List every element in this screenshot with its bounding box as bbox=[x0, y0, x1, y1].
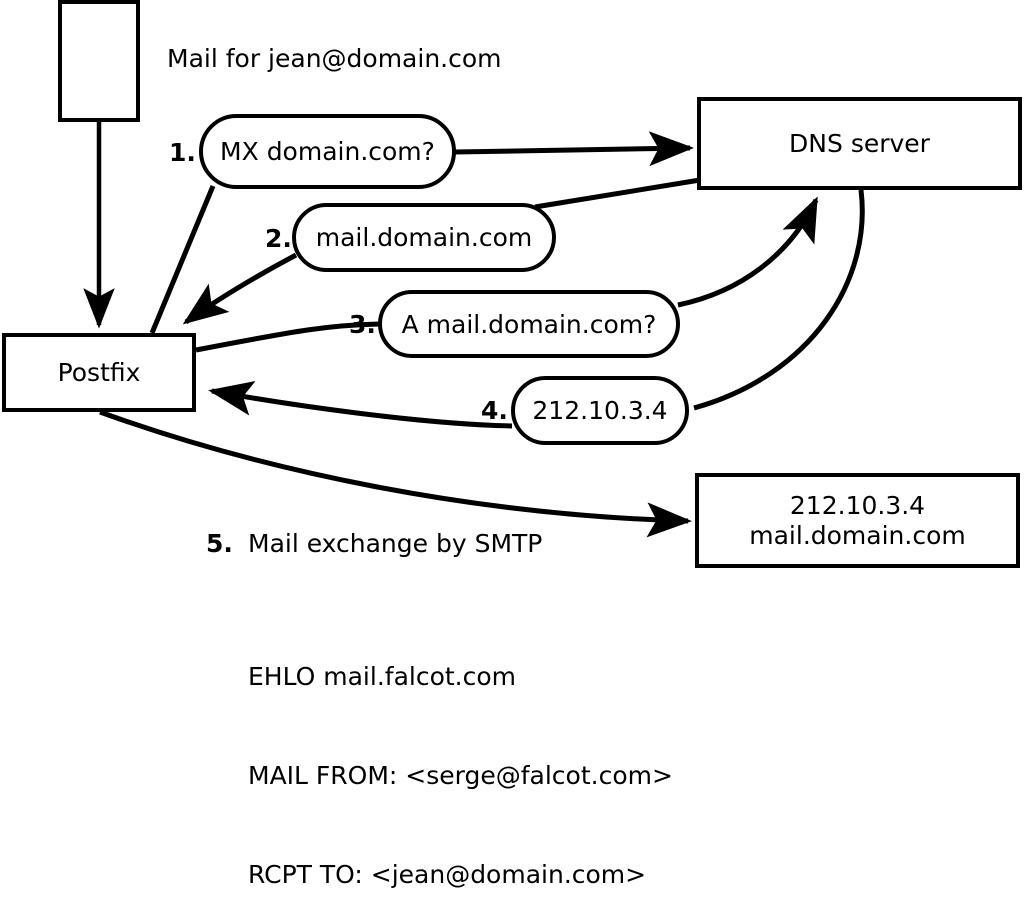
node-target-mail-server[interactable]: 212.10.3.4 mail.domain.com bbox=[695, 473, 1020, 568]
step-1-message-label: MX domain.com? bbox=[220, 137, 435, 166]
step-4-message[interactable]: 212.10.3.4 bbox=[511, 376, 689, 445]
node-postfix[interactable]: Postfix bbox=[2, 333, 196, 412]
step-2-number: 2. bbox=[265, 224, 292, 253]
node-postfix-label: Postfix bbox=[57, 357, 141, 387]
line-dns-to-step4 bbox=[693, 189, 865, 411]
node-dns-server-label: DNS server bbox=[789, 128, 930, 158]
step-4-number: 4. bbox=[481, 396, 508, 425]
step-5-number: 5. bbox=[206, 529, 233, 558]
smtp-line: RCPT TO: <jean@domain.com> bbox=[248, 860, 647, 889]
source-mail-box bbox=[58, 0, 140, 122]
line-dns-to-step2 bbox=[534, 177, 701, 210]
step-2-message[interactable]: mail.domain.com bbox=[292, 203, 556, 272]
step-1-message[interactable]: MX domain.com? bbox=[199, 114, 456, 189]
caption-incoming-mail: Mail for jean@domain.com bbox=[167, 44, 502, 73]
step-1-number: 1. bbox=[169, 138, 196, 167]
arrow-step1-to-dns bbox=[454, 131, 694, 167]
line-postfix-to-step1 bbox=[149, 185, 216, 334]
step-4-message-label: 212.10.3.4 bbox=[532, 396, 668, 425]
step-2-message-label: mail.domain.com bbox=[315, 223, 533, 252]
step-3-message[interactable]: A mail.domain.com? bbox=[378, 290, 680, 358]
step-3-number: 3. bbox=[349, 310, 376, 339]
smtp-line: EHLO mail.falcot.com bbox=[248, 662, 517, 691]
arrow-step3-to-dns bbox=[677, 196, 819, 308]
step-3-message-label: A mail.domain.com? bbox=[401, 309, 657, 339]
target-server-ip: 212.10.3.4 bbox=[789, 491, 926, 520]
target-server-hostname: mail.domain.com bbox=[749, 520, 966, 550]
step-5-message: Mail exchange by SMTP bbox=[248, 529, 543, 558]
arrow-step5-smtp bbox=[99, 409, 692, 538]
smtp-line: MAIL FROM: <serge@falcot.com> bbox=[248, 761, 673, 790]
smtp-transcript: EHLO mail.falcot.com MAIL FROM: <serge@f… bbox=[248, 594, 673, 919]
arrow-step2-to-postfix bbox=[182, 252, 298, 325]
arrow-step4-to-postfix bbox=[208, 381, 513, 429]
node-dns-server[interactable]: DNS server bbox=[697, 97, 1022, 190]
line-postfix-to-step3 bbox=[195, 321, 381, 353]
